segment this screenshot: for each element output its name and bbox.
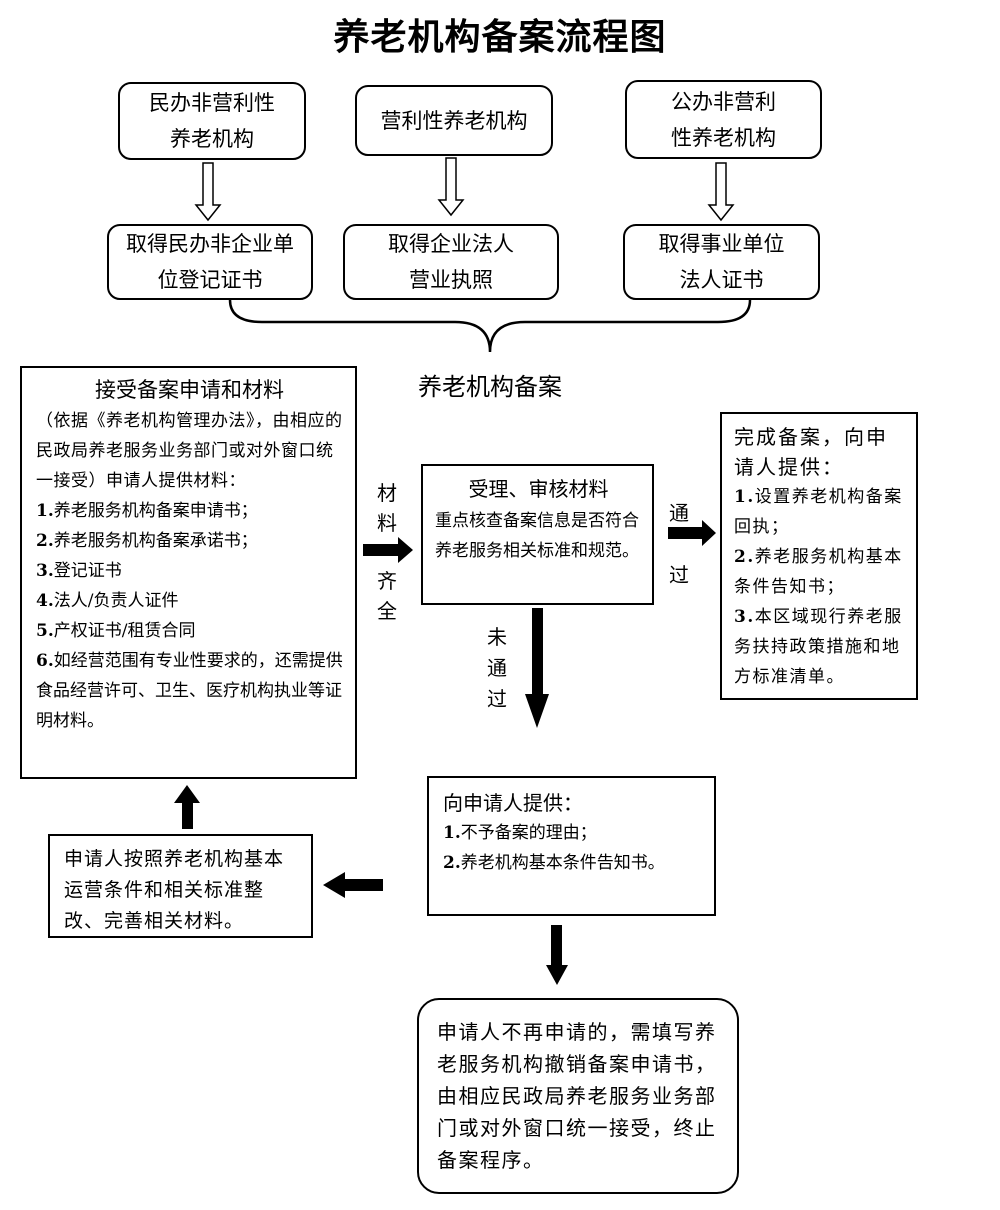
hollow-arrow-right: [707, 162, 735, 222]
label-materials-complete-bottom: 齐全: [377, 569, 397, 623]
rectify-text: 申请人按照养老机构基本运营条件和相关标准整改、完善相关材料。: [64, 848, 285, 932]
accept-materials-list: 1.养老服务机构备案申请书； 2.养老服务机构备案承诺书； 3.登记证书 4.法…: [36, 496, 343, 736]
arrow-to-terminate: [546, 925, 568, 985]
list-item: 1.养老服务机构备案申请书；: [36, 501, 258, 521]
arrow-pass: [668, 520, 716, 546]
complete-items-list: 1.设置养老机构备案回执； 2.养老服务机构基本条件告知书； 3.本区域现行养老…: [734, 482, 906, 692]
list-item: 3.本区域现行养老服务扶持政策措施和地方标准清单。: [734, 607, 903, 687]
arrow-fail: [525, 608, 549, 728]
list-item: 3.登记证书: [36, 561, 122, 581]
terminate-box: 申请人不再申请的，需填写养老服务机构撤销备案申请书，由相应民政局养老服务业务部门…: [417, 998, 739, 1194]
rectify-box: 申请人按照养老机构基本运营条件和相关标准整改、完善相关材料。: [48, 834, 313, 938]
arrow-to-accept: [174, 785, 200, 829]
type-public-nonprofit: 公办非营利 性养老机构: [625, 80, 822, 159]
filing-label: 养老机构备案: [418, 373, 562, 401]
review-heading: 受理、审核材料: [468, 477, 609, 501]
label-fail: 未通过: [487, 625, 507, 711]
merge-brace: [228, 299, 752, 353]
cert-public-institution: 取得事业单位 法人证书: [623, 224, 820, 300]
hollow-arrow-middle: [437, 157, 465, 217]
list-item: 6.如经营范围有专业性要求的，还需提供食品经营许可、卫生、医疗机构执业等证明材料…: [36, 651, 343, 731]
arrow-materials-complete: [363, 537, 413, 563]
label-pass-top: 通: [669, 501, 689, 525]
page-title: 养老机构备案流程图: [333, 16, 667, 58]
review-box: 受理、审核材料 重点核查备案信息是否符合养老服务相关标准和规范。: [421, 464, 654, 605]
accept-application-box: 接受备案申请和材料 （依据《养老机构管理办法》，由相应的民政局养老服务业务部门或…: [20, 366, 357, 779]
complete-heading: 完成备案，向申请人提供：: [734, 425, 888, 479]
label-pass-bottom: 过: [669, 563, 689, 587]
reject-heading: 向申请人提供：: [443, 791, 583, 815]
list-item: 1.设置养老机构备案回执；: [734, 487, 903, 537]
list-item: 1.不予备案的理由；: [443, 823, 597, 843]
reject-items-list: 1.不予备案的理由； 2.养老机构基本条件告知书。: [443, 818, 702, 878]
hollow-arrow-left: [194, 162, 222, 222]
list-item: 2.养老机构基本条件告知书。: [443, 853, 665, 873]
cert-enterprise-license: 取得企业法人 营业执照: [343, 224, 559, 300]
complete-filing-box: 完成备案，向申请人提供： 1.设置养老机构备案回执； 2.养老服务机构基本条件告…: [720, 412, 918, 700]
list-item: 2.养老服务机构基本条件告知书；: [734, 547, 903, 597]
type-for-profit: 营利性养老机构: [355, 85, 553, 156]
review-body: 重点核查备案信息是否符合养老服务相关标准和规范。: [435, 511, 639, 561]
reject-box: 向申请人提供： 1.不予备案的理由； 2.养老机构基本条件告知书。: [427, 776, 716, 916]
list-item: 5.产权证书/租赁合同: [36, 621, 196, 641]
terminate-text: 申请人不再申请的，需填写养老服务机构撤销备案申请书，由相应民政局养老服务业务部门…: [437, 1020, 717, 1172]
arrow-to-rectify: [323, 872, 383, 898]
list-item: 4.法人/负责人证件: [36, 591, 179, 611]
type-private-nonprofit: 民办非营利性 养老机构: [118, 82, 306, 160]
accept-note: （依据《养老机构管理办法》，由相应的民政局养老服务业务部门或对外窗口统一接受）申…: [36, 411, 343, 491]
label-materials-complete-top: 材料: [377, 481, 397, 535]
accept-heading: 接受备案申请和材料: [95, 378, 284, 402]
cert-private-nonenterprise: 取得民办非企业单 位登记证书: [107, 224, 313, 300]
list-item: 2.养老服务机构备案承诺书；: [36, 531, 258, 551]
